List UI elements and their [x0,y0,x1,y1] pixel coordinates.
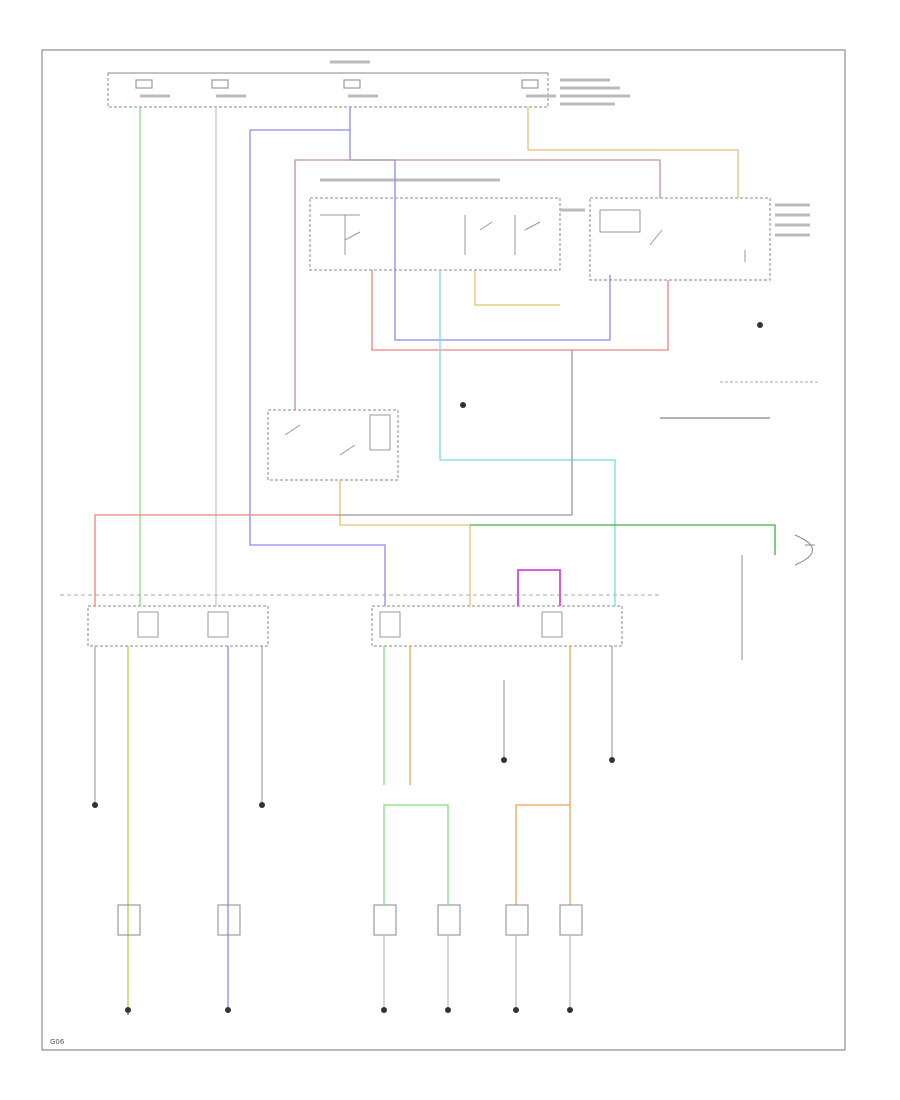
fuse-block [107,60,630,108]
lamp-6 [559,904,583,936]
wire-tan-3 [339,480,471,606]
ground-5 [513,935,519,1013]
headlamp-switch [267,409,399,481]
wire-blue [249,129,386,606]
wire-green-bottom [383,804,449,905]
wire-dark [340,350,573,516]
wire-orange-bottom [515,804,571,905]
wire-cyan [439,270,616,606]
ground-6 [567,935,573,1013]
wire-red-2 [94,514,340,606]
wire-red [371,270,669,351]
instrument-cluster-module [309,178,585,271]
wire-blue-2 [349,107,611,341]
lamp-1 [117,904,141,936]
ground-7 [92,802,98,808]
lamp-3 [373,904,397,936]
diagram-frame [41,49,846,1051]
relay-box-right [371,605,623,647]
ground-3 [381,935,387,1013]
fuse-4 [521,79,556,98]
wire-magenta [517,569,561,606]
ground-10 [609,757,615,763]
ground-12 [460,402,466,408]
lamp-4 [437,904,461,936]
ground-2 [225,1007,231,1013]
ground-11 [757,322,763,328]
wire-tan [527,107,739,198]
lamp-2 [217,904,241,936]
wire-tan-2 [474,270,560,306]
ground-4 [445,935,451,1013]
ground-9 [501,757,507,763]
wire-brown [294,159,661,410]
ground-1 [125,1007,131,1015]
lighting-control-module [589,197,810,281]
lamp-5 [505,904,529,936]
fuse-1 [135,79,170,98]
lamp-symbol [794,534,815,566]
fuse-3 [343,79,378,98]
relay-box-left [87,605,269,647]
ground-8 [259,802,265,808]
fuse-2 [211,79,246,98]
corner-label: G06 [50,1038,65,1046]
wire-green-right [470,524,776,555]
